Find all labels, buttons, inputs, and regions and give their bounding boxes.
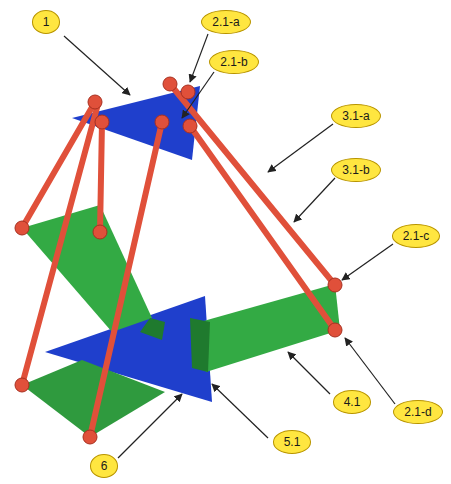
callout-number: 6 bbox=[90, 454, 119, 478]
callout-number: 1 bbox=[32, 10, 61, 34]
green-link bbox=[200, 284, 340, 372]
callout-number: 3.1-a bbox=[331, 104, 380, 128]
callout-number: 3.1-b bbox=[331, 158, 380, 182]
joints bbox=[15, 77, 342, 444]
callout-number: 2.1-c bbox=[392, 224, 441, 248]
leader-lines bbox=[64, 34, 395, 458]
callout-number: 2.1-a bbox=[201, 10, 250, 34]
legs bbox=[22, 84, 335, 437]
callout-number: 4.1 bbox=[333, 390, 372, 414]
callout-number: 5.1 bbox=[273, 430, 312, 454]
callout-number: 2.1-b bbox=[209, 50, 258, 74]
callout-number: 2.1-d bbox=[393, 400, 442, 424]
green-link-joint bbox=[190, 318, 210, 372]
green-link-joint bbox=[140, 318, 165, 340]
